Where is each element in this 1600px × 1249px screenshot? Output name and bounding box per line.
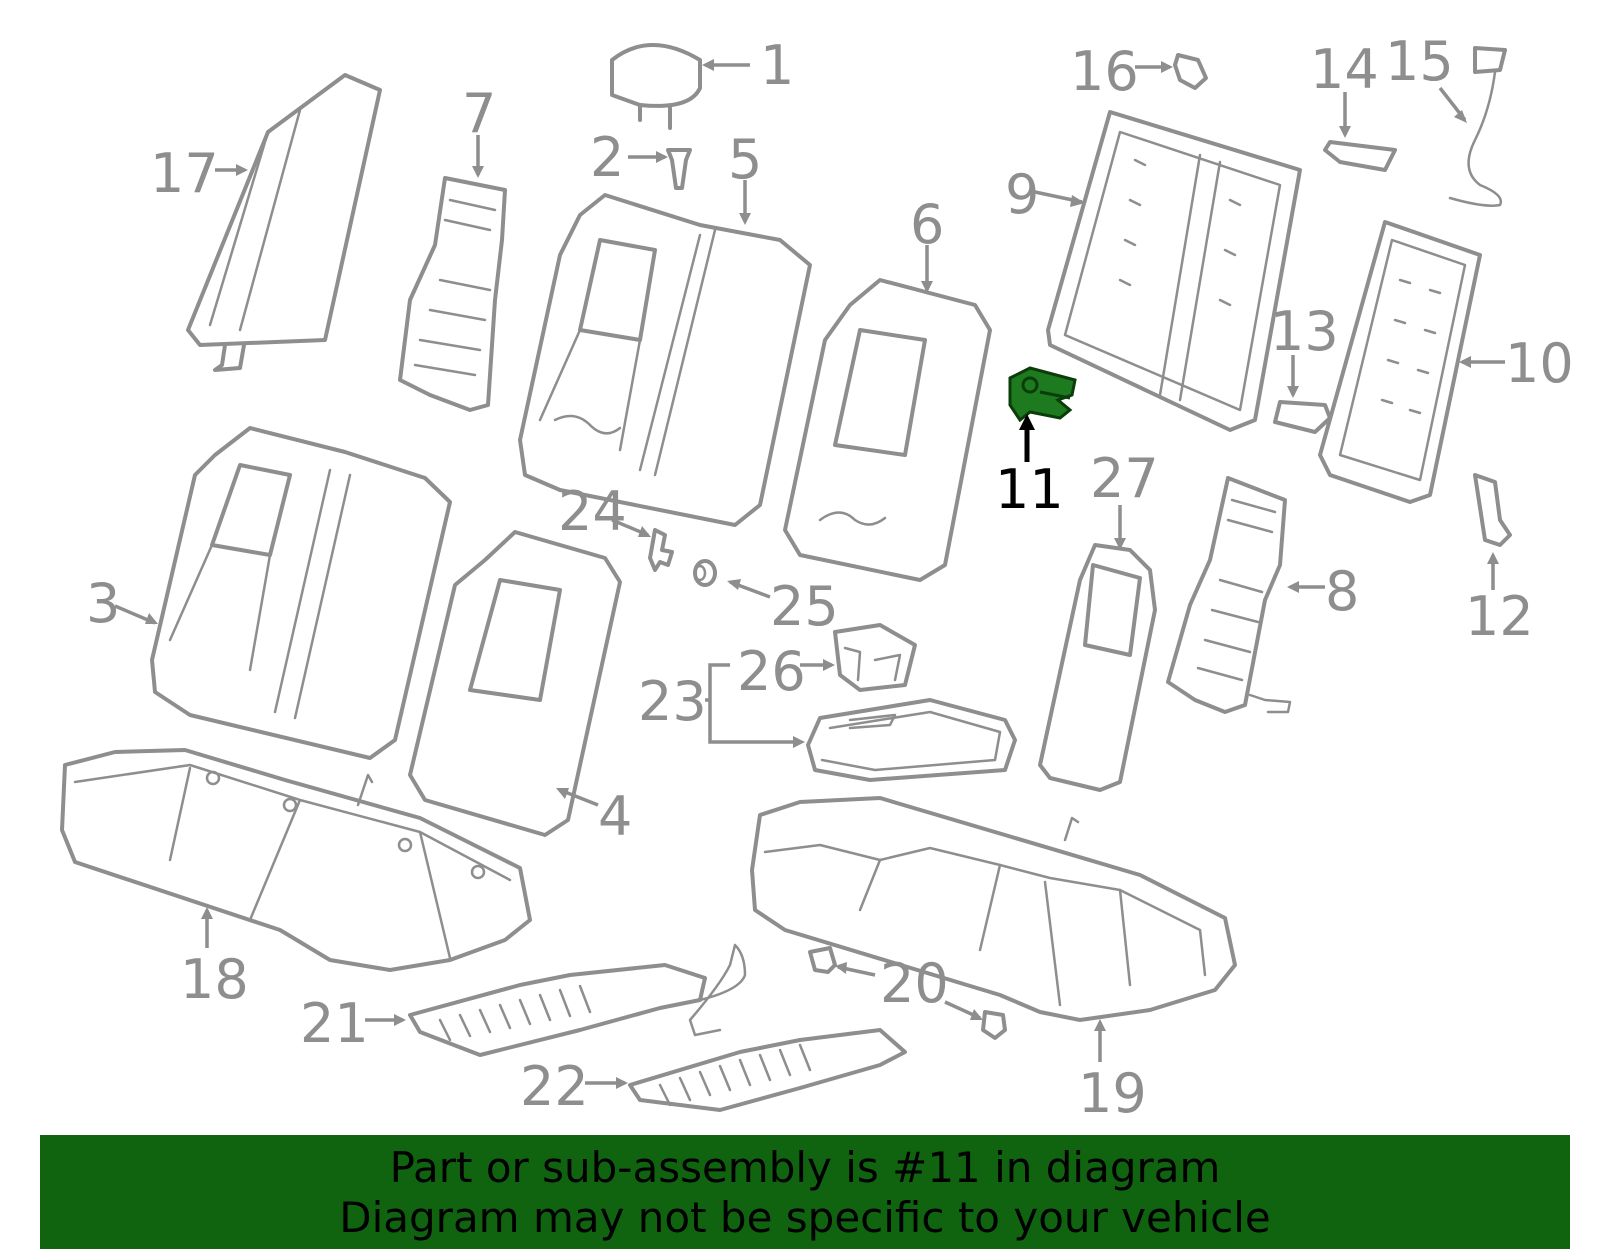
label-2: 2 xyxy=(590,126,624,189)
label-14: 14 xyxy=(1310,38,1379,101)
banner-line-2: Diagram may not be specific to your vehi… xyxy=(339,1193,1271,1242)
part-5-seat-back xyxy=(518,180,812,527)
label-19: 19 xyxy=(1078,1062,1147,1125)
label-23: 23 xyxy=(638,670,707,733)
part-7-pad xyxy=(398,135,507,412)
part-23-armrest xyxy=(705,663,1017,782)
part-8-pad xyxy=(1166,476,1325,714)
parts-diagram: 1 2 3 4 5 6 7 8 9 10 11 12 13 14 15 16 1… xyxy=(60,30,1574,1125)
part-1-headrest xyxy=(610,43,750,130)
label-21: 21 xyxy=(300,992,369,1055)
part-21-heater-mat xyxy=(365,943,747,1057)
label-3: 3 xyxy=(86,572,120,635)
part-15-cable xyxy=(1438,46,1507,207)
part-2-guide xyxy=(628,148,692,190)
label-18: 18 xyxy=(180,948,249,1011)
label-10: 10 xyxy=(1505,332,1574,395)
label-1: 1 xyxy=(760,34,794,97)
label-15: 15 xyxy=(1385,30,1454,93)
part-11-hinge xyxy=(1008,366,1077,462)
label-4: 4 xyxy=(598,785,632,848)
part-19-seat-cushion xyxy=(750,796,1237,1062)
label-25: 25 xyxy=(770,575,839,638)
label-12: 12 xyxy=(1465,585,1534,648)
label-24: 24 xyxy=(558,480,627,543)
label-8: 8 xyxy=(1325,560,1359,623)
label-5: 5 xyxy=(728,128,762,191)
part-22-heater-mat xyxy=(585,1028,907,1112)
part-14-bracket xyxy=(1323,92,1397,172)
part-13-bracket xyxy=(1273,355,1332,434)
part-4-seat-back xyxy=(408,530,622,837)
banner-line-1: Part or sub-assembly is #11 in diagram xyxy=(389,1143,1221,1192)
part-24-hook xyxy=(611,518,674,572)
part-16-clip xyxy=(1135,53,1208,90)
label-6: 6 xyxy=(910,193,944,256)
label-13: 13 xyxy=(1270,300,1339,363)
part-26-cup-holder xyxy=(800,623,917,692)
label-27: 27 xyxy=(1090,447,1159,510)
part-3-seat-back xyxy=(114,426,452,760)
label-11-highlighted: 11 xyxy=(995,458,1064,521)
part-10-frame xyxy=(1318,220,1505,504)
label-26: 26 xyxy=(737,640,806,703)
part-12-striker xyxy=(1473,473,1512,590)
part-20-clips xyxy=(808,946,1007,1040)
label-20: 20 xyxy=(880,952,949,1015)
label-9: 9 xyxy=(1005,163,1039,226)
part-6-seat-back xyxy=(783,245,992,582)
part-18-seat-cushion xyxy=(60,748,532,972)
label-22: 22 xyxy=(520,1055,589,1118)
label-16: 16 xyxy=(1070,40,1139,103)
info-banner: Part or sub-assembly is #11 in diagram D… xyxy=(40,1135,1570,1249)
part-17-side-bolster xyxy=(186,73,382,372)
part-25-grommet xyxy=(693,559,771,599)
label-7: 7 xyxy=(462,82,496,145)
label-17: 17 xyxy=(150,142,219,205)
part-27-panel xyxy=(1038,505,1157,792)
part-9-frame xyxy=(1034,110,1302,432)
